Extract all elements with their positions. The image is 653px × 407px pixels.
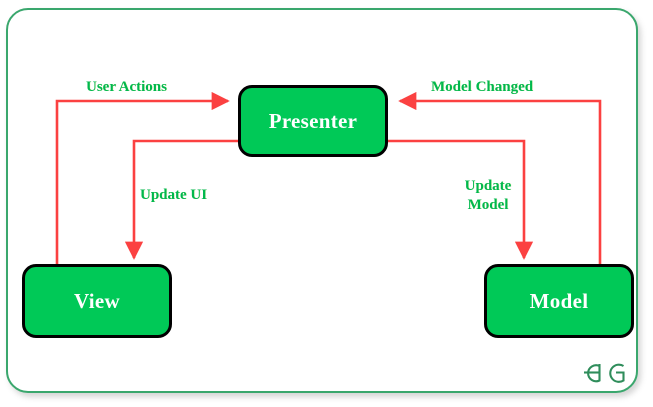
node-view[interactable]: View [22,264,172,338]
edge-label-user-actions: User Actions [86,79,167,95]
edge-label-update-ui: Update UI [140,187,208,203]
node-presenter-label: Presenter [268,108,358,133]
arrow-model-changed [398,91,602,264]
node-view-label: View [74,288,120,313]
edge-label-model-changed: Model Changed [431,79,534,95]
node-presenter[interactable]: Presenter [238,85,388,157]
arrow-user-actions [55,91,230,264]
edge-label-update-model: Update Model [464,178,512,214]
node-model-label: Model [529,288,589,313]
node-model[interactable]: Model [484,264,634,338]
geeksforgeeks-logo-icon [584,363,625,383]
arrow-update-model [388,139,534,260]
arrow-update-ui [124,139,238,260]
